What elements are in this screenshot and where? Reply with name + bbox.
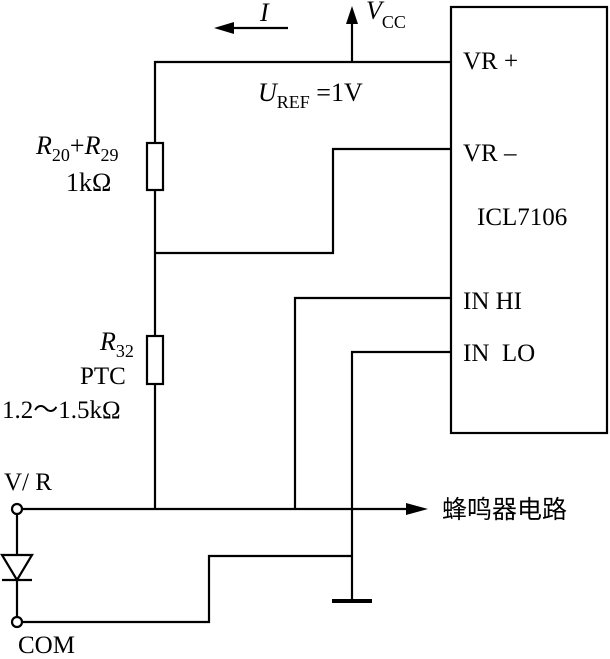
bus-arrow-head — [406, 503, 428, 515]
r20-r29-label: R20+R29 — [35, 131, 118, 165]
r32-value: 1.2～1.5kΩ — [2, 397, 121, 424]
diode-triangle — [0, 553, 34, 583]
ic-name: ICL7106 — [477, 204, 567, 231]
buzzer-circuit-label: 蜂鸣器电路 — [442, 495, 567, 524]
pin-vr-minus-label: VR – — [463, 140, 517, 167]
terminal-com — [10, 615, 24, 629]
ic-box — [449, 5, 609, 435]
current-arrow-head — [214, 22, 234, 34]
vcc-label: VCC — [366, 0, 406, 32]
resistor-r32-ptc — [145, 334, 165, 386]
current-label: I — [259, 0, 270, 27]
resistor-r20-r29 — [145, 141, 165, 192]
wire-com — [22, 554, 352, 624]
terminal-vr — [10, 502, 24, 516]
wire-vr-minus — [155, 147, 451, 255]
vcc-arrow-head — [346, 6, 358, 24]
pin-in-hi-label: IN HI — [463, 288, 522, 315]
r32-label: R32 — [99, 327, 134, 361]
pin-vr-plus-label: VR + — [463, 48, 518, 75]
r20-r29-value: 1kΩ — [66, 168, 111, 197]
wire-in-lo — [350, 350, 451, 600]
r32-type: PTC — [80, 363, 126, 390]
wire-in-hi — [293, 296, 451, 509]
terminal-com-label: COM — [18, 632, 75, 659]
pin-in-lo-label: IN LO — [463, 340, 535, 367]
terminal-vr-label: V/ R — [4, 469, 52, 496]
uref-label: UREF =1V — [258, 78, 363, 112]
